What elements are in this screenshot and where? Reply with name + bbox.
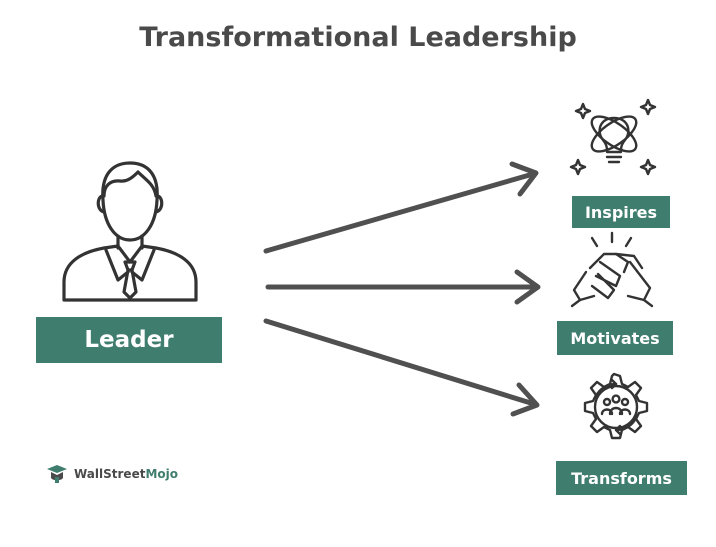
arrow-to-transforms xyxy=(263,318,537,407)
wallstreetmojo-logo: WallStreetMojo xyxy=(44,463,178,485)
arrowhead-motivates xyxy=(514,269,541,305)
arrow-to-inspires xyxy=(263,171,536,254)
logo-text: WallStreetMojo xyxy=(74,467,178,481)
leader-label: Leader xyxy=(36,317,222,363)
inspires-label: Inspires xyxy=(572,196,670,228)
person-icon xyxy=(62,161,198,302)
diagram-title: Transformational Leadership xyxy=(139,22,577,53)
logo-mark-icon xyxy=(47,465,67,483)
logo-text-part2: Mojo xyxy=(145,467,178,481)
lightbulb-atom-icon xyxy=(569,98,657,176)
arrows xyxy=(263,161,541,417)
handshake-icon xyxy=(570,231,654,308)
motivates-label: Motivates xyxy=(557,321,673,355)
arrowhead-transforms xyxy=(510,382,540,417)
gear-team-icon xyxy=(583,372,649,440)
arrowhead-inspires xyxy=(509,161,539,197)
logo-text-part1: WallStreet xyxy=(74,467,146,481)
transforms-label: Transforms xyxy=(556,461,687,495)
